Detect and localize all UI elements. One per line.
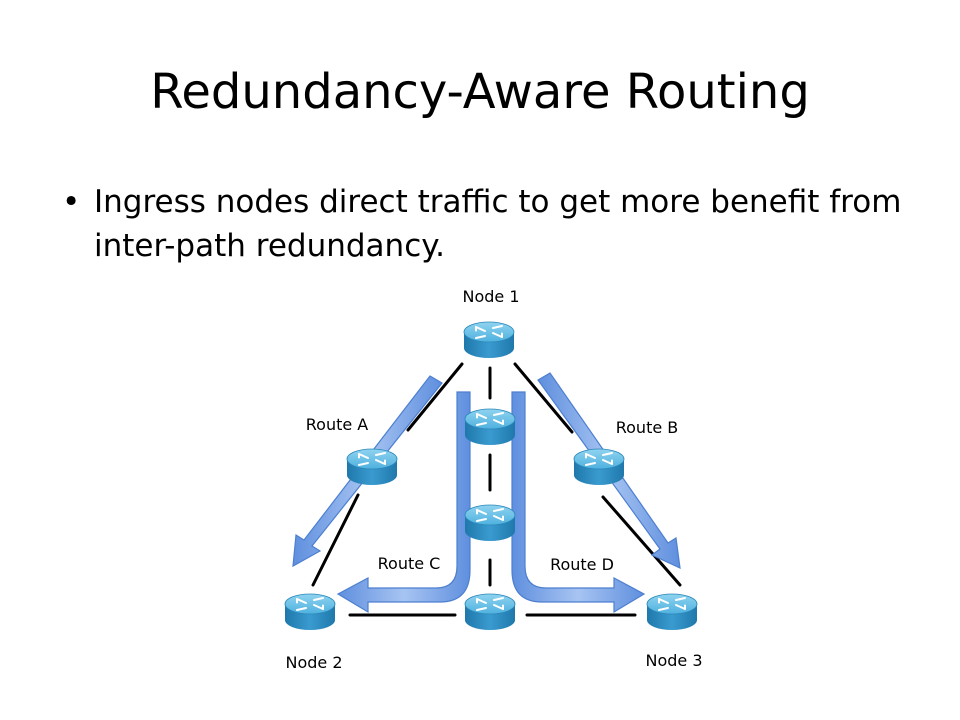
links xyxy=(311,362,682,617)
route-a-label: Route A xyxy=(306,415,369,434)
link-rb-n3 xyxy=(601,495,682,587)
route-d-label: Route D xyxy=(550,555,614,574)
node-1-label: Node 1 xyxy=(462,287,519,306)
link-n1-ra xyxy=(406,362,464,432)
bullet-dot-icon: • xyxy=(62,184,81,220)
router-center-lower-icon xyxy=(464,504,516,542)
router-bottom-middle-icon xyxy=(464,593,516,631)
router-route-b-icon xyxy=(573,448,625,486)
bullet-text: Ingress nodes direct traffic to get more… xyxy=(94,184,902,264)
route-b-label: Route B xyxy=(616,418,679,437)
bullet-item: • Ingress nodes direct traffic to get mo… xyxy=(62,180,922,268)
bullet-list: • Ingress nodes direct traffic to get mo… xyxy=(62,180,922,268)
router-node-2-icon xyxy=(284,593,336,631)
route-c-label: Route C xyxy=(378,554,441,573)
router-node-1-icon xyxy=(463,321,515,359)
link-ra-n2 xyxy=(311,493,360,587)
slide-title: Redundancy-Aware Routing xyxy=(150,64,810,120)
route-arrow-c xyxy=(336,391,471,614)
route-arrow-d xyxy=(511,391,646,614)
router-center-upper-icon xyxy=(464,408,516,446)
router-route-a-icon xyxy=(346,448,398,486)
link-n1-rb xyxy=(513,362,574,434)
node-2-label: Node 2 xyxy=(285,653,342,672)
node-3-label: Node 3 xyxy=(645,651,702,670)
router-node-3-icon xyxy=(646,593,698,631)
